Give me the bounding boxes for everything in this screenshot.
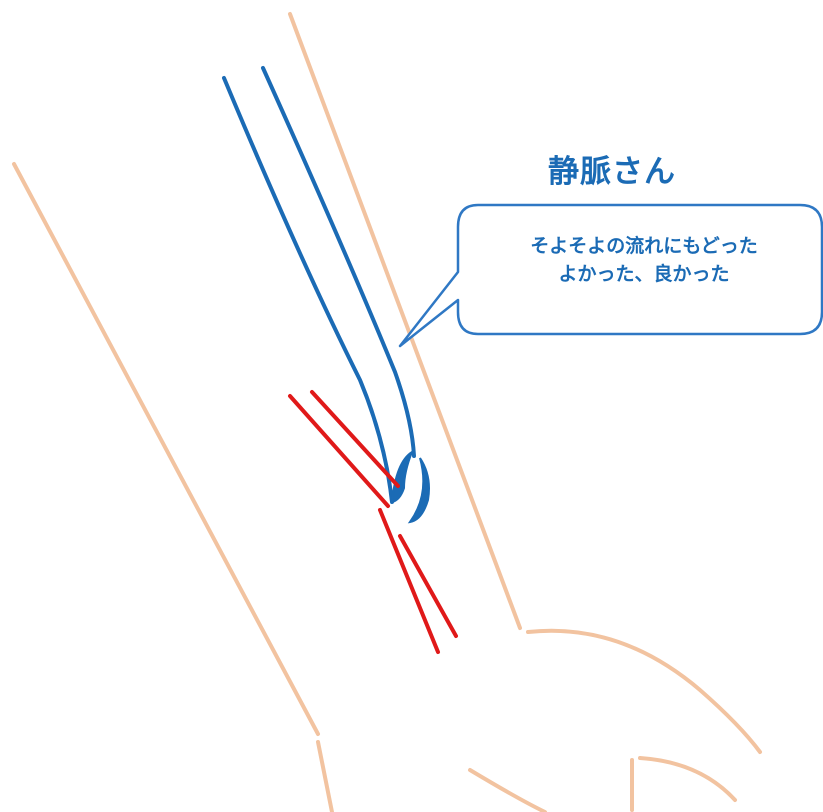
vein-wall-inner — [261, 66, 416, 458]
speech-line-2: よかった、良かった — [558, 263, 730, 285]
wrist-outline — [316, 740, 334, 812]
speech-line-1: そよそよの流れにもどった — [530, 235, 758, 257]
artery-wall-left — [288, 394, 390, 508]
hand-outline — [526, 628, 762, 754]
artery-lower-left — [378, 508, 440, 654]
artery-wall-right — [310, 390, 400, 488]
vein — [222, 66, 416, 504]
valve-leaflet-right — [407, 457, 430, 524]
thumb-outline — [468, 768, 547, 812]
arm-upper-edge — [288, 12, 522, 630]
arm-lower-edge — [12, 162, 320, 736]
speech-bubble-text: そよそよの流れにもどった よかった、良かった — [468, 232, 820, 288]
arm-outline — [12, 12, 762, 812]
valve-leaflet-left — [390, 449, 415, 504]
vein-title: 静脈さん — [548, 154, 676, 190]
vein-valve — [390, 449, 430, 524]
vein-wall-outer — [222, 76, 394, 504]
artery — [288, 390, 458, 654]
artery-lower-right — [398, 534, 458, 638]
finger-outline — [638, 756, 737, 802]
speech-bubble — [398, 203, 823, 348]
